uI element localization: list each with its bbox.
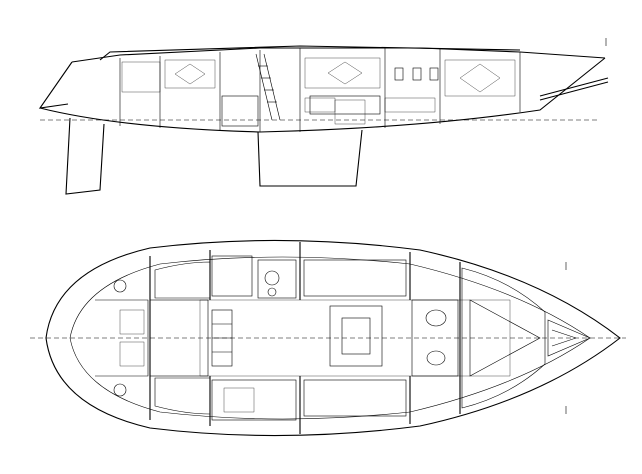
profile-table	[334, 99, 366, 125]
profile-cushion	[304, 97, 336, 113]
profile-motif	[327, 61, 363, 85]
toilet-icon	[425, 309, 447, 327]
profile-motif	[459, 63, 501, 93]
v-berth-insert	[469, 299, 541, 377]
cockpit-locker	[119, 309, 145, 335]
cabin-sole	[199, 299, 511, 377]
aft-cushion-stbd	[154, 377, 211, 415]
winch-icon	[113, 279, 127, 293]
hull-bottom	[39, 57, 606, 133]
companionway-ladder	[255, 53, 281, 121]
profile-panel-hatch	[444, 59, 516, 97]
salon-settee-stbd	[303, 379, 407, 417]
profile-bulkheads	[119, 48, 521, 132]
porthole	[429, 67, 439, 81]
engine	[221, 95, 259, 127]
anchor-line	[551, 337, 577, 347]
stove-burner-icon	[264, 270, 280, 286]
companion-steps	[211, 309, 233, 367]
cockpit-locker	[119, 341, 145, 367]
table-leaf	[341, 317, 371, 355]
salon-table	[329, 305, 383, 367]
winch-icon	[113, 383, 127, 397]
cockpit	[95, 299, 149, 377]
plan-view	[30, 239, 626, 437]
keel	[257, 129, 363, 187]
sheer-line	[71, 47, 606, 63]
porthole	[394, 67, 404, 81]
aft-berth	[149, 299, 209, 377]
head	[411, 299, 459, 377]
profile-cushion	[384, 97, 436, 113]
profile-settee	[309, 95, 381, 115]
hull-outline	[45, 239, 621, 437]
galley-counter	[211, 255, 253, 297]
rudder	[65, 117, 105, 195]
boot-stripe	[539, 77, 609, 97]
salon-settee-port	[303, 259, 407, 297]
porthole	[412, 67, 422, 81]
profile-view	[38, 38, 609, 195]
profile-motif	[174, 63, 206, 85]
sink-icon	[426, 350, 446, 366]
v-berth	[461, 267, 546, 409]
profile-panel-hatch	[304, 57, 381, 89]
nav-station	[211, 379, 297, 421]
profile-panel-hatch	[121, 61, 161, 93]
boot-stripe-2	[539, 81, 609, 101]
chart-table	[223, 387, 255, 413]
cabin-top	[99, 45, 521, 61]
stove-burner-icon	[267, 287, 277, 297]
profile-panel-hatch	[164, 59, 216, 89]
anchor-line	[551, 329, 577, 339]
stern	[38, 61, 73, 109]
stove	[257, 259, 297, 299]
aft-cushion-port	[154, 261, 211, 299]
chain-locker	[547, 319, 591, 357]
